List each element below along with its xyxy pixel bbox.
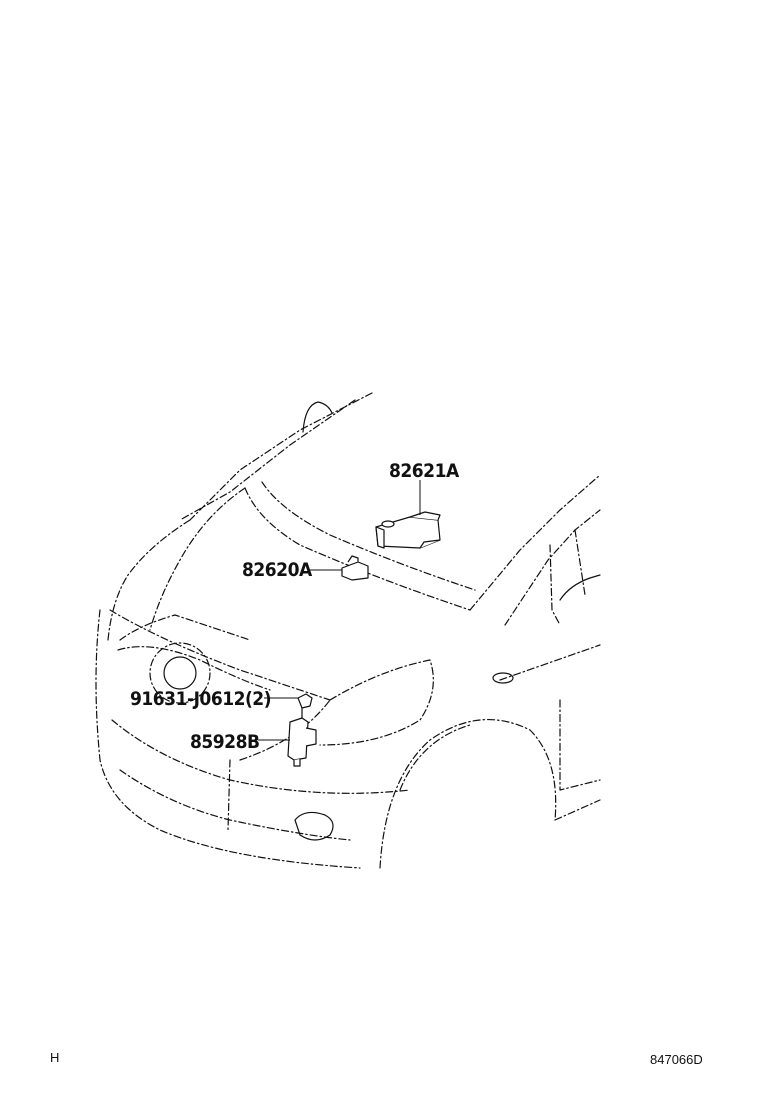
callout-82620a: 82620A	[242, 559, 313, 581]
callout-82621a: 82621A	[389, 460, 460, 482]
callout-labels: 82621A 82620A 91631-J0612(2) 85928B	[130, 460, 460, 753]
footer-right-code: 847066D	[650, 1052, 703, 1067]
part-91631-j0612	[297, 693, 313, 709]
part-82621a	[375, 511, 441, 549]
footer-left-code: H	[50, 1050, 60, 1065]
callout-91631-j0612: 91631-J0612(2)	[130, 688, 271, 710]
callout-85928b: 85928B	[190, 731, 260, 753]
part-82620a	[341, 555, 369, 581]
leader-lines	[258, 480, 421, 741]
vehicle-outline	[95, 392, 601, 869]
part-85928b	[287, 707, 317, 767]
